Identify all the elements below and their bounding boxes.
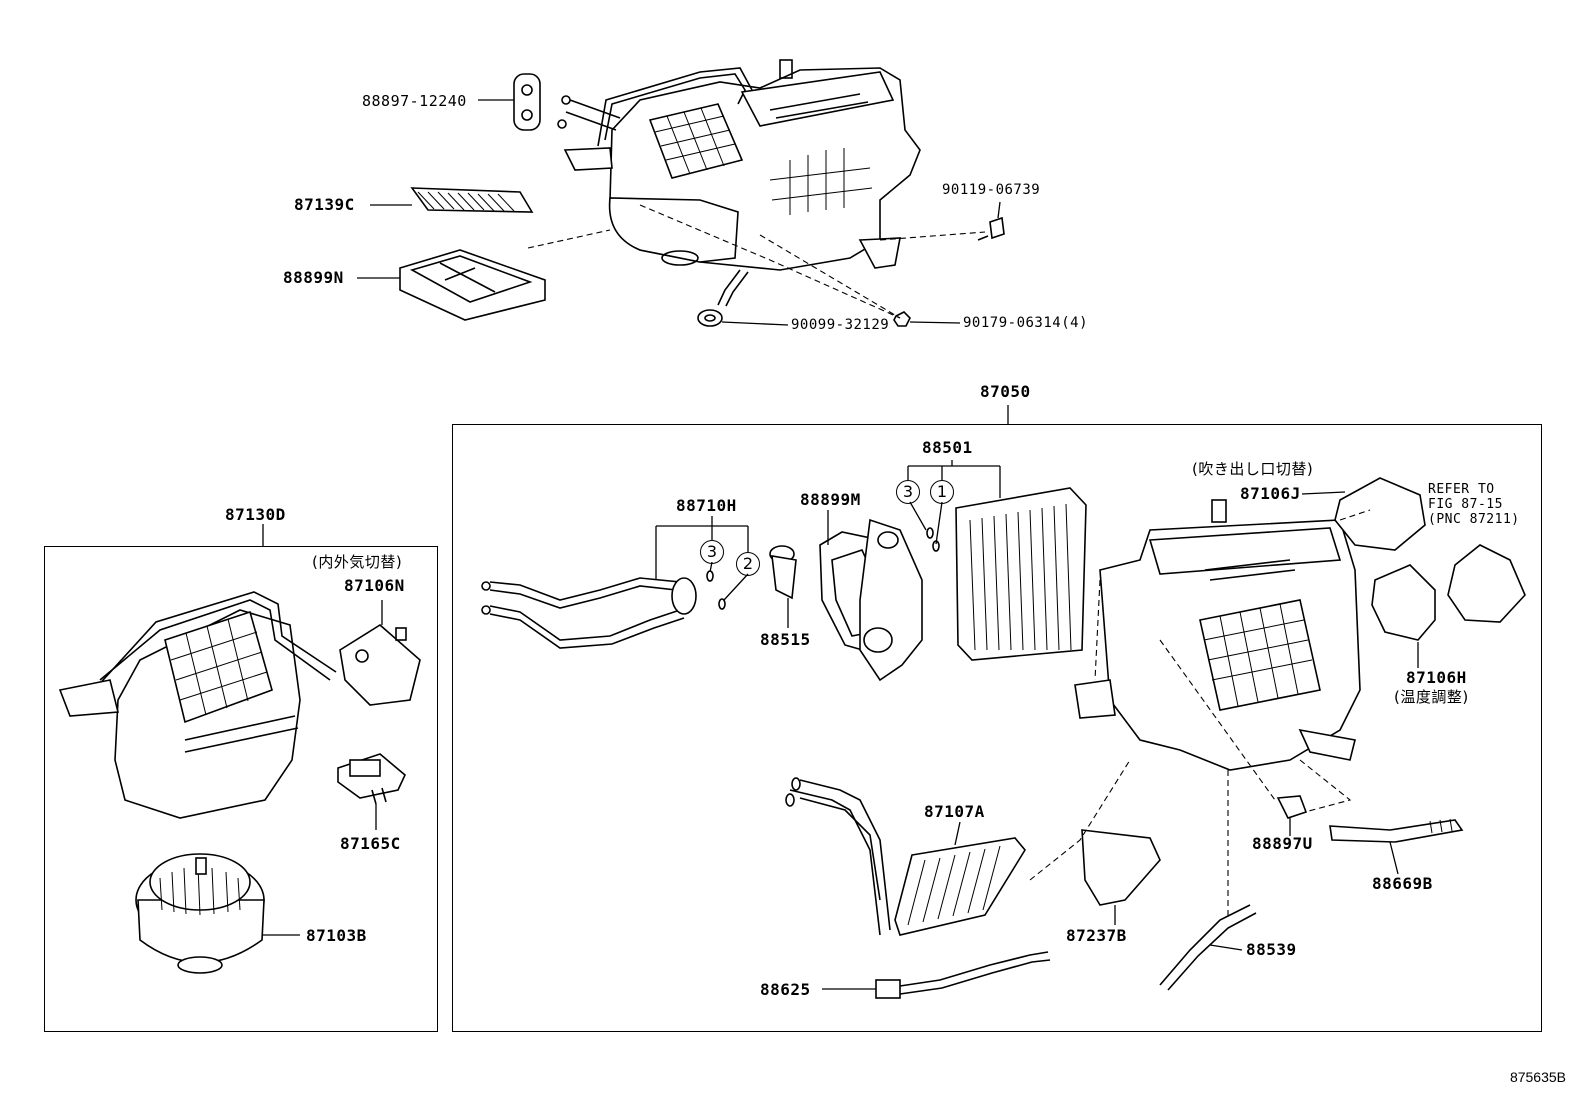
label-88625: 88625 [760,980,811,999]
ac-unit-drawing [481,477,1526,999]
heater-blower-assembly-drawing [399,59,1005,327]
circled-number: 3 [700,540,724,564]
label-inside-outside-air-switch: (内外気切替) [312,553,403,571]
label-87106n: 87106N [344,576,405,595]
refer-note-line3: (PNC 87211) [1428,512,1520,527]
circled-number: 1 [930,480,954,504]
figure-id: 875635B [1509,1069,1566,1085]
label-88515: 88515 [760,630,811,649]
label-88710h: 88710H [676,496,737,515]
label-88897-12240: 88897-12240 [362,92,467,110]
label-87139c: 87139C [294,195,355,214]
circled-number: 3 [896,480,920,504]
label-87165c: 87165C [340,834,401,853]
circled-number: 2 [736,552,760,576]
label-88897u: 88897U [1252,834,1313,853]
blower-group-box [44,546,438,1032]
refer-note-line1: REFER TO [1428,482,1495,497]
label-88539: 88539 [1246,940,1297,959]
top-leader-lines [357,99,1001,326]
left-leader-lines [262,524,383,936]
label-87237b: 87237B [1066,926,1127,945]
blower-unit-drawing [58,591,421,974]
label-87107a: 87107A [924,802,985,821]
label-88899n: 88899N [283,268,344,287]
label-88501: 88501 [922,438,973,457]
label-87106j: 87106J [1240,484,1301,503]
label-outlet-switch: (吹き出し口切替) [1192,460,1314,478]
label-90179-06314: 90179-06314(4) [963,315,1089,331]
label-88899m: 88899M [800,490,861,509]
refer-note-line2: FIG 87-15 [1428,497,1503,512]
label-90099-32129: 90099-32129 [791,317,890,333]
label-88669b: 88669B [1372,874,1433,893]
group-title-87050: 87050 [980,382,1031,401]
unit-leader-lines [655,405,1419,990]
label-87103b: 87103B [306,926,367,945]
group-title-87130d: 87130D [225,505,286,524]
label-87106h: 87106H [1406,668,1467,687]
unit-group-box [452,424,1542,1032]
label-90119-06739: 90119-06739 [942,182,1041,198]
label-temperature-control: (温度調整) [1394,688,1469,706]
